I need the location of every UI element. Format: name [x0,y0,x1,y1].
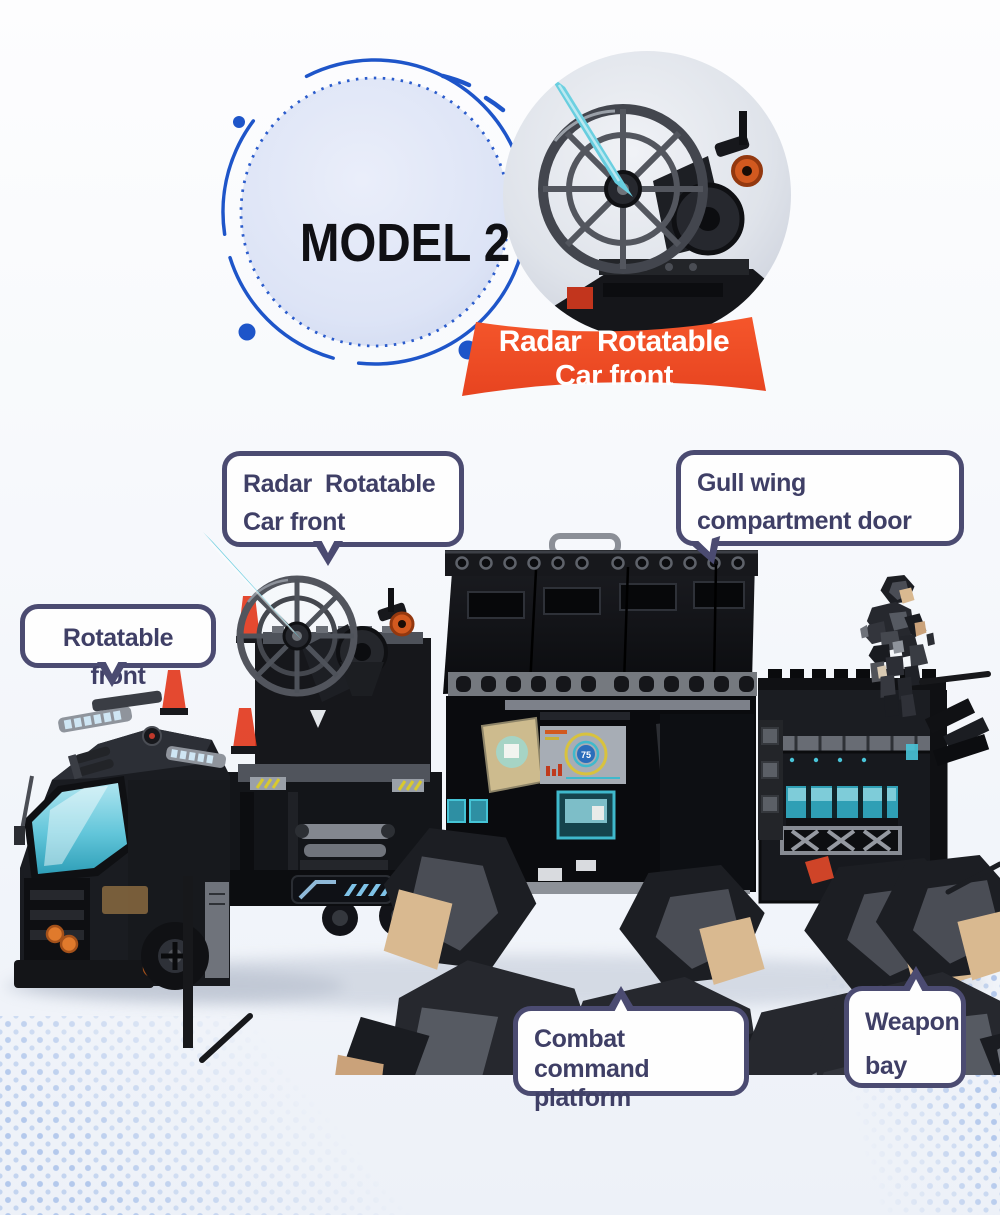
gear-machinery [295,824,395,870]
snorkel-pipes [67,746,114,780]
callout-tail [313,534,343,567]
truck-photo: 75 [5,532,1000,1075]
callout-line: platform [534,1084,631,1112]
rifle-icon [919,671,991,685]
rifle-icon [945,861,1000,895]
callout-line: Combat command [534,1025,650,1083]
callout-line: Car front [243,507,345,536]
rifle-icon [183,876,193,1048]
censored-minifig-patch [805,856,834,884]
scope-orange-icon [731,155,763,187]
interior-side-sticker [480,716,544,794]
callout-line: Radar Rotatable [243,470,436,498]
teal-monitor [556,790,616,840]
callout-line: Gull wing [697,469,806,497]
callout-radar-rotatable: Radar Rotatable Car front [222,451,464,566]
roof-light-strip [58,690,227,768]
callout-tail [606,986,636,1018]
windshield [24,776,134,882]
ribbon-caption: Radar Rotatable Car front [460,306,768,406]
callout-line: compartment door [697,506,912,535]
censored-minifig-group [183,575,1000,1075]
callout-tail [901,966,931,998]
truck-cab [14,670,230,990]
rear-window-teal [786,786,898,818]
side-mirror [14,775,34,845]
callout-line: bay [865,1051,907,1080]
callout-weapon-bay: Weapon bay [844,966,966,1088]
ribbon-line2: Car front [555,360,673,392]
radar-screen-value: 75 [581,750,591,760]
teal-antenna-icon [203,532,302,640]
radar-dish-icon [203,532,415,702]
rear-lattice-grille [780,826,902,855]
ribbon-banner [462,317,766,396]
scope-orange-icon [377,588,415,637]
gull-wing-door [443,533,758,696]
callout-combat-command-platform: Combat command platform [513,986,749,1112]
weapon-rack [906,698,990,766]
beacon-icon [160,670,188,715]
radar-closeup-photo [503,51,791,339]
front-wheel [141,922,209,990]
callout-tail [97,655,127,688]
model-title: MODEL 2 [299,213,511,273]
hazard-sticker [250,777,424,792]
ribbon-line1: Radar Rotatable [498,325,730,358]
callout-rotatable-front: Rotatable front [20,604,216,690]
callout-gull-wing-door: Gull wing compartment door [676,450,964,570]
callout-line: Weapon [865,1008,960,1036]
radar-screen-sticker: 75 [540,726,626,784]
model-badge-ring [221,58,529,366]
chevron-sticker [291,875,393,904]
teal-antenna-icon [549,75,633,197]
rifle-icon [199,1013,253,1063]
